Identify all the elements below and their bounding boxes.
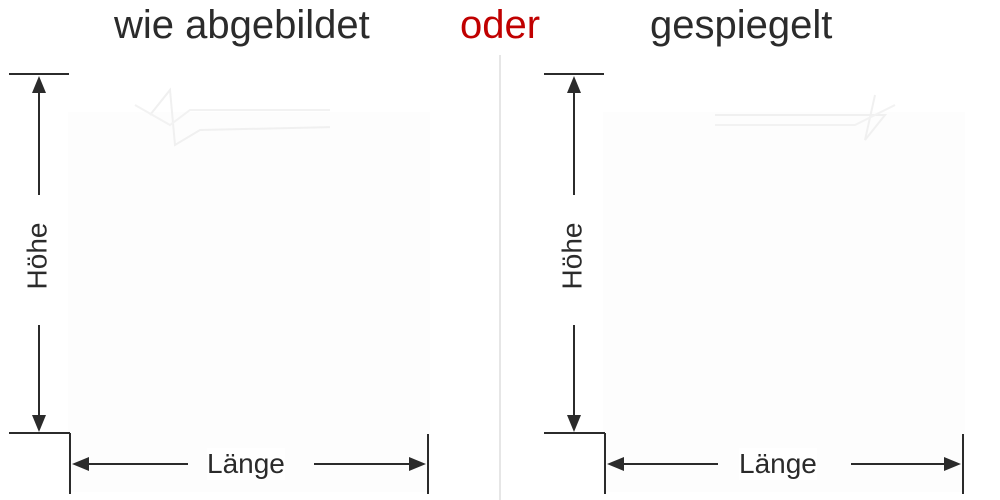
height-label: Höhe (556, 222, 589, 290)
panel-mirrored: Höhe Länge (535, 0, 1000, 500)
product-outline (603, 112, 965, 492)
faint-product-graphic (715, 94, 896, 141)
length-label: Länge (739, 448, 817, 480)
panel-as-shown: Höhe Länge (9, 73, 430, 494)
title-as-shown: wie abgebildet (114, 3, 370, 47)
faint-product-graphic (134, 87, 330, 147)
center-divider (499, 55, 501, 500)
height-label: Höhe (21, 222, 54, 290)
title-mirrored: gespiegelt (650, 3, 833, 47)
product-outline (68, 112, 430, 492)
title-or-separator: oder (460, 3, 541, 47)
dimension-lines (544, 73, 964, 494)
length-label: Länge (207, 448, 285, 480)
dimension-lines (9, 73, 429, 494)
